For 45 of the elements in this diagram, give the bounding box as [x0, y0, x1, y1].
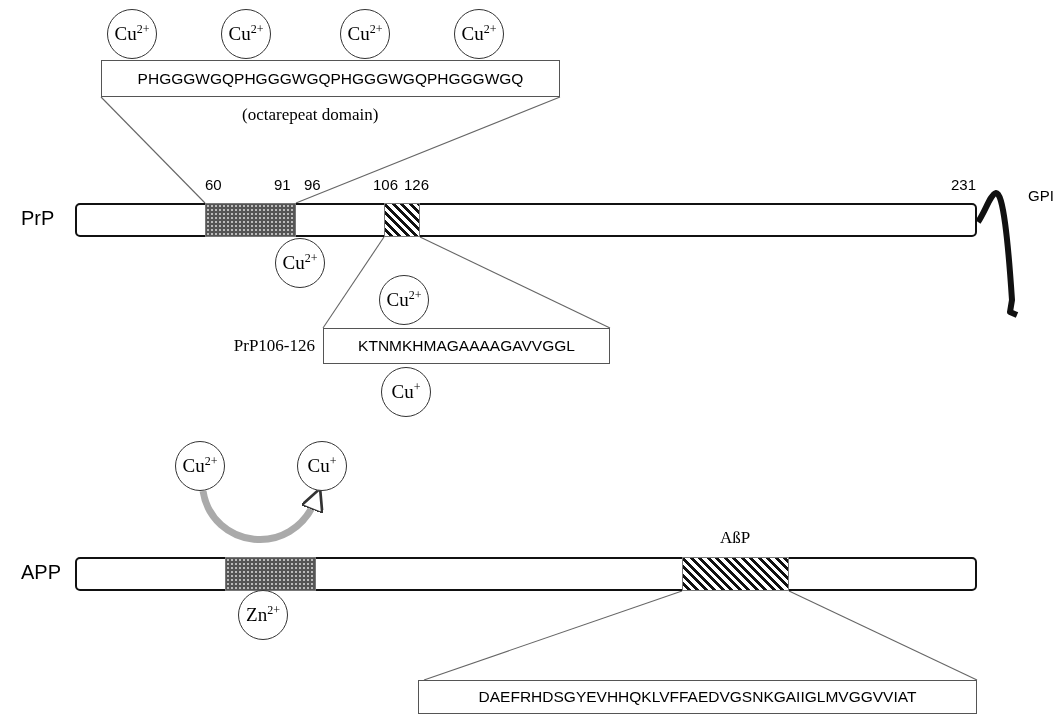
domain-region — [224, 556, 316, 591]
ion-label: Cu$^{2+}$ — [282, 251, 318, 275]
expansion-line — [322, 236, 385, 329]
ion-circle — [454, 9, 504, 59]
residue-number: 231 — [951, 176, 977, 193]
peptide-region — [383, 202, 420, 237]
residue-number: 96 — [304, 176, 321, 193]
sequence-text: KTNMKHMAGAAAAGAVVGGL — [358, 337, 575, 355]
ion-label: Cu$^{2+}$ — [386, 288, 422, 312]
ion-label: Cu$^{2+}$ — [182, 454, 218, 478]
ion-circle — [340, 9, 390, 59]
ion-circle — [275, 238, 325, 288]
expansion-line — [100, 96, 206, 204]
expansion-line — [419, 236, 611, 329]
sequence-caption: (octarepeat domain) — [242, 105, 379, 125]
residue-number: 91 — [274, 176, 291, 193]
ion-circle — [381, 367, 431, 417]
sequence-text: DAEFRHDSGYEVHHQKLVFFAEDVGSNKGAIIGLMVGGVVIAT — [478, 688, 917, 706]
ion-circle — [379, 275, 429, 325]
ion-circle — [238, 590, 288, 640]
ion-circle — [175, 441, 225, 491]
sequence-box — [418, 680, 977, 714]
protein-name: APP — [21, 561, 62, 584]
domain-region — [204, 202, 296, 237]
ion-label: Cu$^{+}$ — [391, 380, 421, 404]
ion-circle — [297, 441, 347, 491]
residue-number: 106 — [373, 176, 399, 193]
anchor-label: GPI — [1028, 187, 1054, 204]
ion-label: Cu$^{2+}$ — [114, 22, 150, 46]
ion-label: Cu$^{2+}$ — [347, 22, 383, 46]
protein-name: PrP — [21, 207, 55, 230]
ion-label: Cu$^{2+}$ — [228, 22, 264, 46]
ion-label: Cu$^{2+}$ — [461, 22, 497, 46]
expansion-line — [423, 590, 683, 681]
region-label: AßP — [719, 527, 751, 548]
residue-number: 126 — [404, 176, 430, 193]
sequence-text: PHGGGWGQPHGGGWGQPHGGGWGQPHGGGWGQ — [137, 69, 524, 88]
ion-circle — [221, 9, 271, 59]
expansion-line — [295, 96, 561, 204]
sequence-caption: PrP106-126 — [233, 336, 315, 356]
expansion-line — [788, 590, 978, 681]
ion-label: Zn$^{2+}$ — [246, 603, 280, 627]
ion-label: Cu$^{+}$ — [307, 454, 337, 478]
residue-number: 60 — [205, 176, 222, 193]
ion-circle — [107, 9, 157, 59]
